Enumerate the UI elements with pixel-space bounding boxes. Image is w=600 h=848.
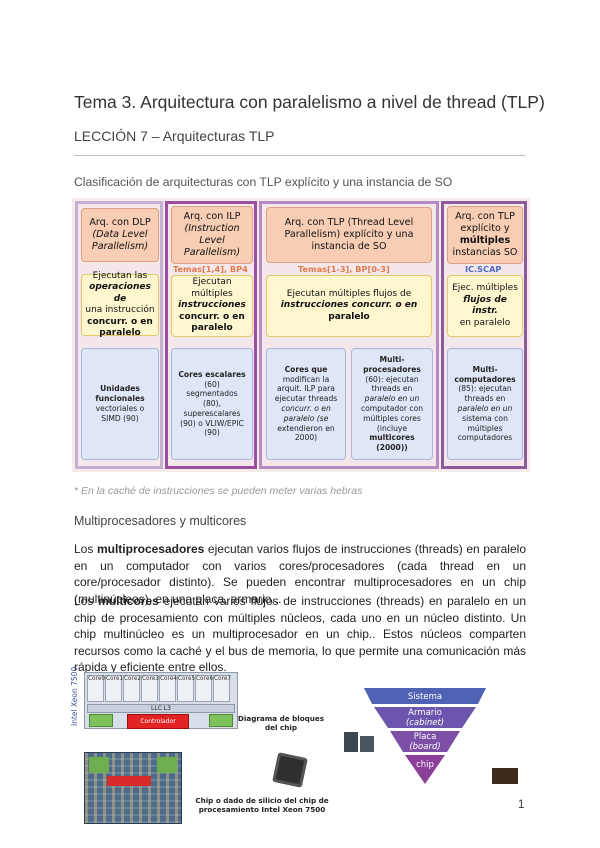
qpi-block: [209, 714, 233, 727]
multi-os-tag: IC.SCAP: [465, 264, 501, 274]
dlp-exec-box: Ejecutan las operaciones de una instrucc…: [81, 274, 159, 336]
footnote: * En la caché de instrucciones se pueden…: [74, 485, 362, 497]
diagram-caption: Clasificación de arquitecturas con TLP e…: [74, 175, 452, 189]
core-block: Core6: [195, 675, 212, 702]
tlp-exec-box: Ejecutan múltiples flujos de instruccion…: [266, 275, 432, 337]
ilp-unit-box: Cores escalares (60) segmentados (80), s…: [171, 348, 253, 460]
title-divider: [74, 155, 525, 156]
ilp-header: Arq. con ILP (Instruction Level Parallel…: [171, 206, 253, 264]
xeon-vertical-label: Intel Xeon 7500: [70, 667, 79, 726]
pyramid-level-cabinet: Armario(cabinet): [384, 708, 466, 728]
ilp-exec-box: Ejecutan múltiples instrucciones concurr…: [171, 275, 253, 337]
tlp-classification-diagram: Arq. con DLP (Data Level Parallelism) Ej…: [72, 198, 530, 472]
llc-l3-cache: LLC L3: [87, 704, 235, 713]
section-heading: Multiprocesadores y multicores: [74, 514, 246, 528]
core-block: Core2: [123, 675, 140, 702]
core-block: Core5: [177, 675, 194, 702]
chip-package-photo: [272, 752, 308, 788]
chip-block-diagram: Core0 Core1 Core2 Core3 Core4 Core5 Core…: [84, 672, 238, 729]
page-number: 1: [518, 799, 524, 811]
multi-os-header: Arq. con TLP explícito y múltiples insta…: [447, 206, 523, 264]
memory-controller-block: [89, 714, 113, 727]
multi-os-unit-box: Multi- computadores (85): ejecutan threa…: [447, 348, 523, 460]
tlp-cores-box: Cores que modifican la arquit. ILP para …: [266, 348, 346, 460]
dlp-header: Arq. con DLP (Data Level Parallelism): [81, 208, 159, 262]
silicon-die-photo: [84, 752, 182, 824]
xeon-chip-figure: Intel Xeon 7500 Core0 Core1 Core2 Core3 …: [70, 662, 324, 828]
ilp-tag: Temas[1,4], BP4: [173, 264, 248, 274]
core-block: Core1: [105, 675, 122, 702]
tlp-multiprocessors-box: Multi- procesadores (60): ejecutan threa…: [351, 348, 433, 460]
dlp-unit-box: Unidades funcionales vectoriales o SIMD …: [81, 348, 159, 460]
die-caption: Chip o dado de silicio del chip de proce…: [194, 796, 330, 814]
pyramid-level-chip: chip: [384, 760, 466, 770]
tlp-header: Arq. con TLP (Thread Level Parallelism) …: [266, 207, 432, 263]
pyramid-level-board: Placa(board): [384, 732, 466, 752]
core-block: Core4: [159, 675, 176, 702]
hierarchy-pyramid: Sistema Armario(cabinet) Placa(board) ch…: [344, 684, 524, 800]
lesson-title: LECCIÓN 7 – Arquitecturas TLP: [74, 128, 275, 144]
page-title: Tema 3. Arquitectura con paralelismo a n…: [74, 92, 545, 113]
pyramid-level-system: Sistema: [384, 692, 466, 702]
die-region: [157, 757, 177, 773]
tlp-tag: Temas[1-3], BP[0-3]: [298, 264, 390, 274]
multi-os-exec-box: Ejec. múltiples flujos de instr. en para…: [447, 275, 523, 337]
die-controller-region: [107, 776, 151, 786]
core-block: Core3: [141, 675, 158, 702]
core-block: Core7: [213, 675, 230, 702]
die-region: [89, 757, 109, 773]
core-block: Core0: [87, 675, 104, 702]
block-diagram-caption: Diagrama de bloques del chip: [236, 714, 326, 732]
controller-block: Controlador: [127, 714, 189, 729]
